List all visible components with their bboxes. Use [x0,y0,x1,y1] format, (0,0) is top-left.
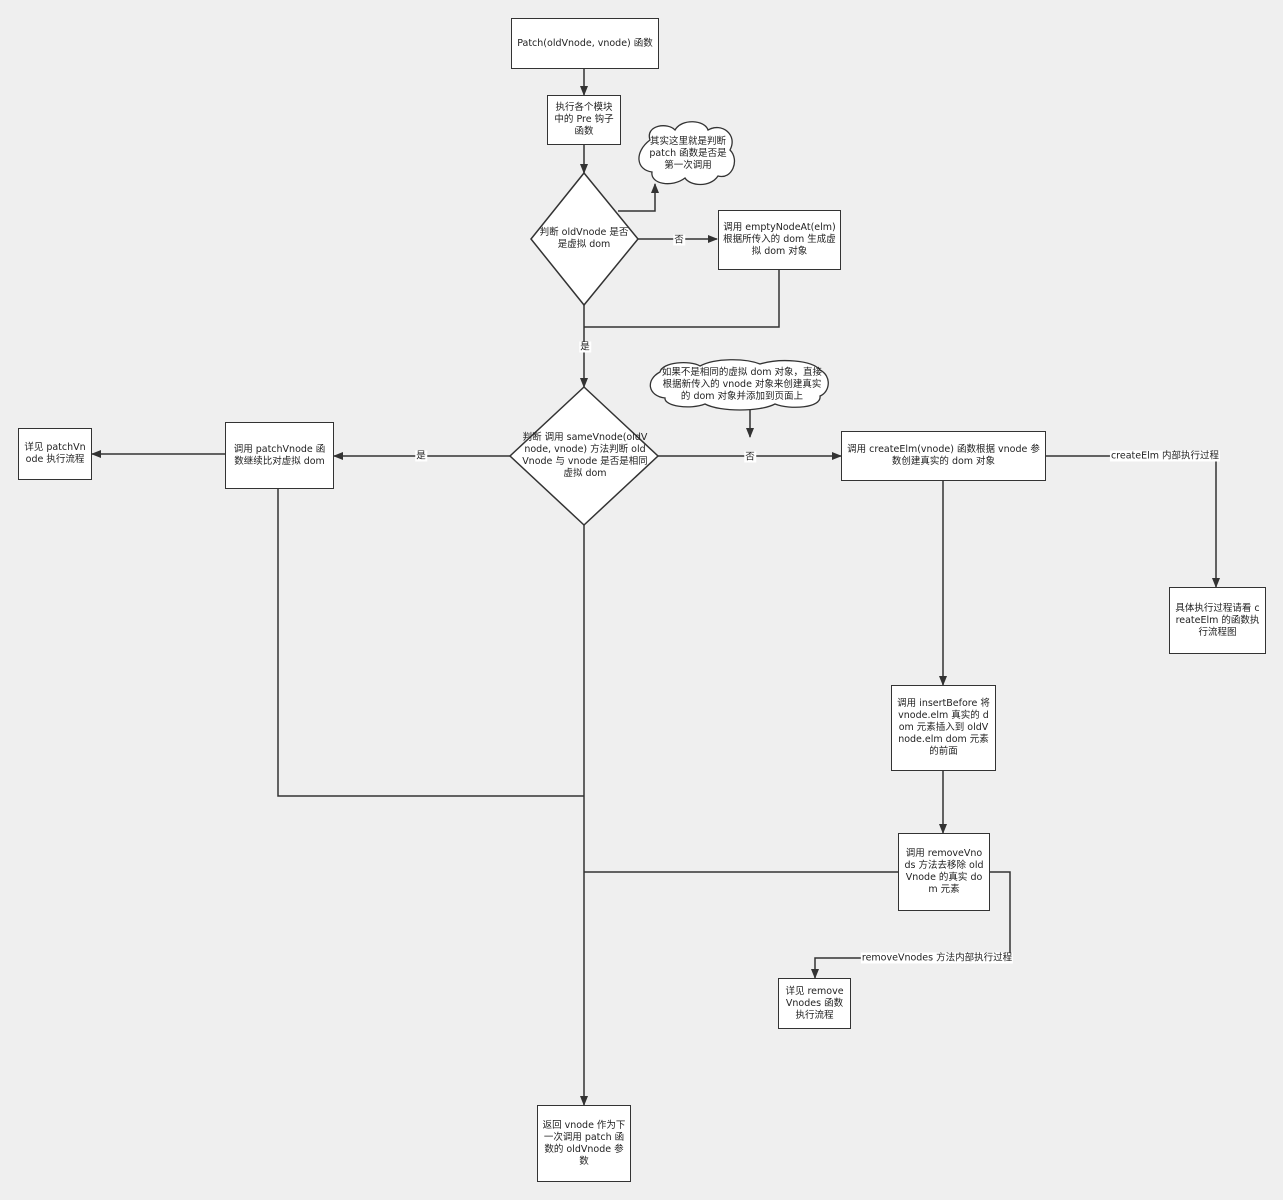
remove-vnodes-text: 调用 removeVnods 方法去移除 oldVnode 的真实 dom 元素 [904,848,984,895]
patch-vnode-node[interactable]: 调用 patchVnode 函数继续比对虚拟 dom [225,422,334,489]
insert-before-node[interactable]: 调用 insertBefore 将 vnode.elm 真实的 dom 元素插入… [891,685,996,771]
see-patch-vnode-node[interactable]: 详见 patchVnode 执行流程 [18,428,92,480]
decision-is-vnode-text: 判断 oldVnode 是否是虚拟 dom [539,227,629,250]
edge-label-create-elm-internal: createElm 内部执行过程 [1109,450,1221,462]
see-create-elm-node[interactable]: 具体执行过程请看 createElm 的函数执行流程图 [1169,587,1266,654]
cloud-not-same-text: 如果不是相同的虚拟 dom 对象，直接根据新传入的 vnode 对象来创建真实的… [661,367,823,402]
create-elm-node[interactable]: 调用 createElm(vnode) 函数根据 vnode 参数创建真实的 d… [841,431,1046,481]
decision-same-vnode-text: 判断 调用 sameVnode(oldVnode, vnode) 方法判断 ol… [522,432,648,479]
edge-decision-cloud [618,183,659,212]
return-vnode-node[interactable]: 返回 vnode 作为下一次调用 patch 函数的 oldVnode 参数 [537,1105,631,1182]
see-remove-vnodes-node[interactable]: 详见 removeVnodes 函数执行流程 [778,978,851,1029]
cloud-first-call[interactable]: 其实这里就是判断 patch 函数是否是第一次调用 [644,132,732,176]
see-patch-vnode-text: 详见 patchVnode 执行流程 [24,442,86,465]
decision-is-vnode[interactable]: 判断 oldVnode 是否是虚拟 dom [534,218,634,260]
start-node-text: Patch(oldVnode, vnode) 函数 [517,37,653,49]
edge-empty-node-merge [584,269,780,328]
cloud-not-same-shape [649,359,829,411]
pre-hooks-text: 执行各个模块中的 Pre 钩子函数 [554,102,614,137]
edge-label-remove-vnodes-internal: removeVnodes 方法内部执行过程 [860,952,1014,964]
patch-vnode-text: 调用 patchVnode 函数继续比对虚拟 dom [233,443,326,467]
empty-node-at-node[interactable]: 调用 emptyNodeAt(elm) 根据所传入的 dom 生成虚拟 dom … [718,210,841,270]
edge-label-no-1: 否 [673,234,685,246]
decision-same-vnode[interactable]: 判断 调用 sameVnode(oldVnode, vnode) 方法判断 ol… [518,420,652,492]
cloud-not-same[interactable]: 如果不是相同的虚拟 dom 对象，直接根据新传入的 vnode 对象来创建真实的… [656,364,828,406]
pre-hooks-node[interactable]: 执行各个模块中的 Pre 钩子函数 [547,95,621,145]
edge-label-yes-1: 是 [579,341,591,353]
remove-vnodes-node[interactable]: 调用 removeVnods 方法去移除 oldVnode 的真实 dom 元素 [898,833,990,911]
start-node[interactable]: Patch(oldVnode, vnode) 函数 [511,18,659,69]
see-remove-vnodes-text: 详见 removeVnodes 函数执行流程 [785,985,844,1021]
create-elm-text: 调用 createElm(vnode) 函数根据 vnode 参数创建真实的 d… [847,444,1040,467]
edge-label-yes-2: 是 [415,450,427,462]
insert-before-text: 调用 insertBefore 将 vnode.elm 真实的 dom 元素插入… [897,698,990,757]
see-create-elm-text: 具体执行过程请看 createElm 的函数执行流程图 [1175,602,1260,638]
cloud-first-call-text: 其实这里就是判断 patch 函数是否是第一次调用 [649,136,727,171]
return-vnode-text: 返回 vnode 作为下一次调用 patch 函数的 oldVnode 参数 [542,1119,626,1167]
edge-create-elm-internal [1045,455,1220,588]
decision-same-vnode-shape [508,385,660,527]
edge-patch-vnode-merge [277,488,584,797]
cloud-first-call-shape [638,121,735,186]
empty-node-at-text: 调用 emptyNodeAt(elm) 根据所传入的 dom 生成虚拟 dom … [723,222,836,257]
edge-label-no-2: 否 [744,451,756,463]
decision-is-vnode-shape [530,171,639,307]
